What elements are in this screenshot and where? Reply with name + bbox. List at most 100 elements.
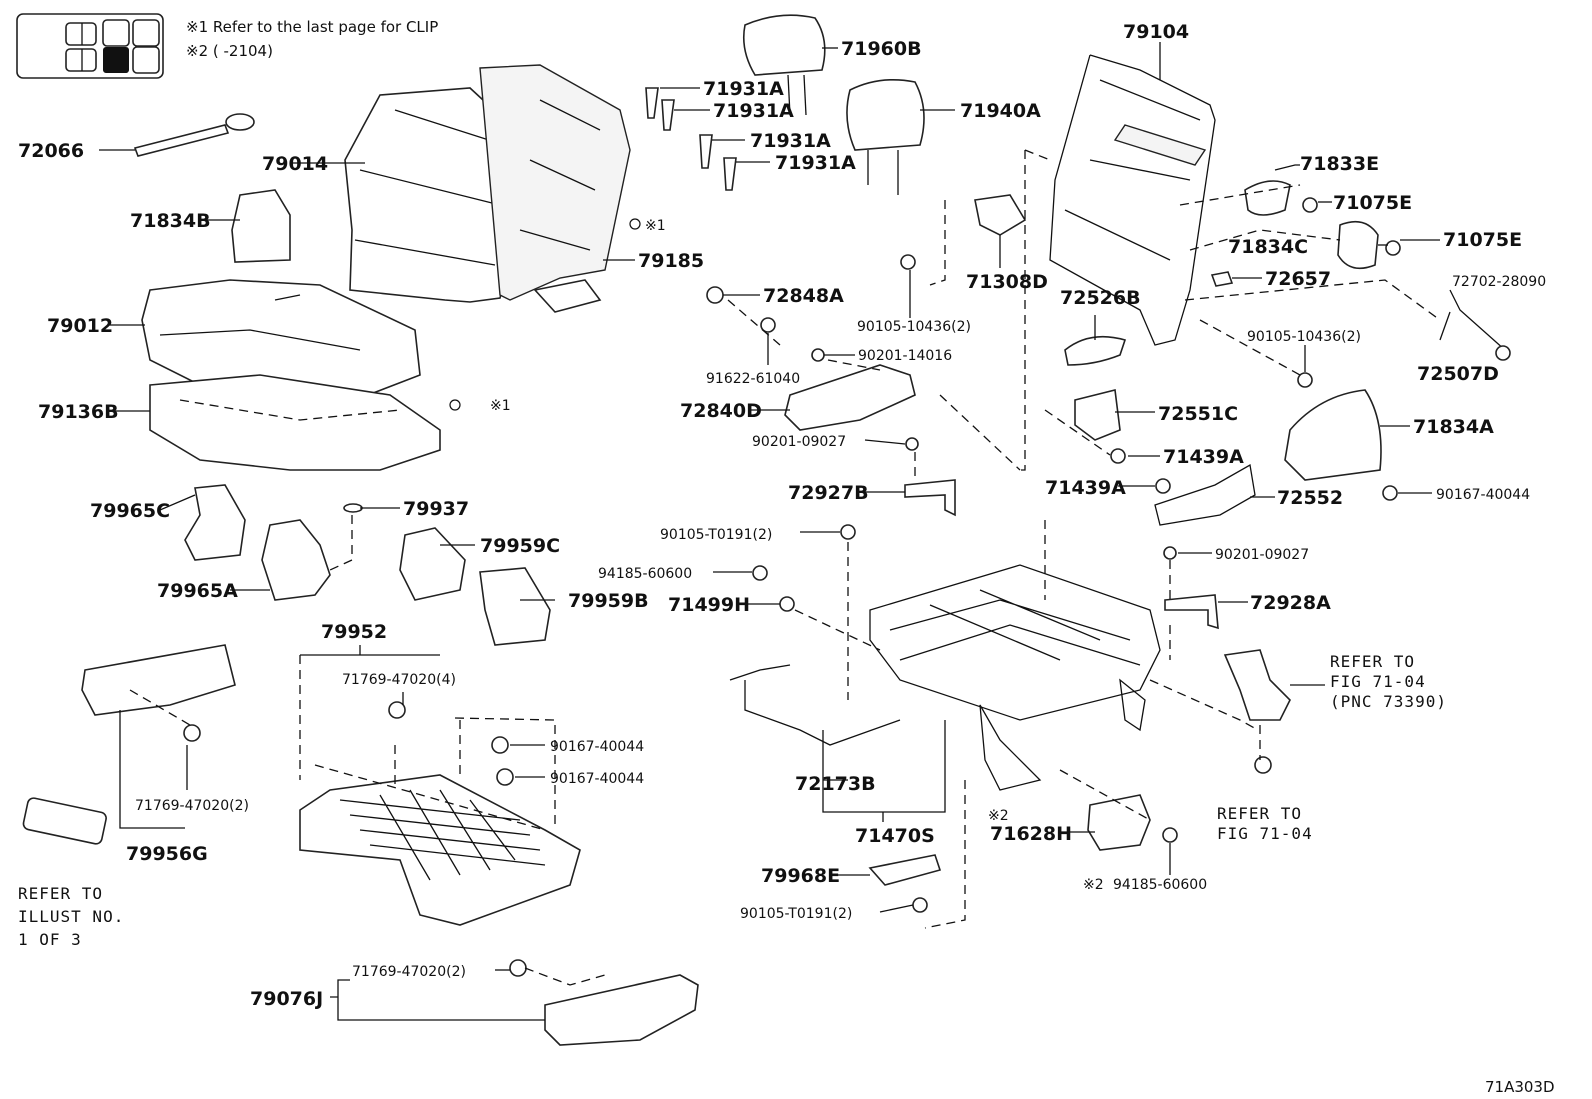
label-90201-09027-b: 90201-09027	[1215, 547, 1309, 563]
mark2-label: ※2	[988, 808, 1009, 824]
lever-72526B	[1064, 335, 1127, 366]
motor-71628H	[1087, 794, 1151, 851]
fasteners	[183, 197, 1511, 977]
cover-79965A	[261, 519, 331, 601]
label-72526B: 72526B	[1060, 287, 1141, 309]
label-72551C: 72551C	[1158, 403, 1238, 425]
refer-note-1-line2: FIG 71-04	[1330, 672, 1426, 691]
seatbelt-buckle	[1223, 649, 1291, 721]
trim-79956G	[81, 644, 236, 716]
label-71931A-4: 71931A	[775, 152, 856, 174]
label-72657: 72657	[1265, 268, 1331, 290]
cover-71834B	[231, 189, 291, 263]
headrest-71960B	[742, 14, 826, 116]
label-79076J: 79076J	[250, 988, 323, 1010]
rod-72173B	[729, 664, 901, 746]
bracket-72927B	[904, 479, 956, 517]
label-71769-47020-4: 71769-47020(4)	[342, 672, 456, 688]
seatback-frame-79104	[1049, 54, 1216, 346]
label-79959B: 79959B	[568, 590, 649, 612]
label-79014: 79014	[262, 153, 328, 175]
bracket-72552	[1154, 463, 1256, 526]
trim-79076J	[544, 974, 699, 1046]
label-71834A: 71834A	[1413, 416, 1494, 438]
refer-note-1-line3: (PNC 73390)	[1330, 692, 1447, 711]
label-79937: 79937	[403, 498, 469, 520]
strap-72066	[133, 113, 255, 157]
bracket-72928A	[1164, 594, 1219, 630]
cover-72551C	[1074, 389, 1121, 441]
seat-track-71470S	[869, 564, 1161, 791]
label-71628H: 71628H	[990, 823, 1072, 845]
headrest-71940A	[846, 78, 925, 195]
label-90167-40044-c: 90167-40044	[1436, 487, 1530, 503]
label-72928A: 72928A	[1250, 592, 1331, 614]
label-72173B: 72173B	[795, 773, 876, 795]
label-71931A-1: 71931A	[703, 78, 784, 100]
cover-79959C	[399, 527, 466, 601]
label-79012: 79012	[47, 315, 113, 337]
label-94185-60600-a: 94185-60600	[598, 566, 692, 582]
label-71769-47020-2b: 71769-47020(2)	[352, 964, 466, 980]
label-79956G: 79956G	[126, 843, 208, 865]
refer-note-1-line1: REFER TO	[1330, 652, 1415, 671]
label-94185-60600-b: 94185-60600	[1113, 877, 1207, 893]
label-91622-61040: 91622-61040	[706, 371, 800, 387]
label-71931A-3: 71931A	[750, 130, 831, 152]
label-71439A-1: 71439A	[1163, 446, 1244, 468]
hinge-71308D	[974, 194, 1027, 236]
label-72848A: 72848A	[763, 285, 844, 307]
clip-mark-label: ※1	[490, 398, 511, 414]
label-90105-T0191-b: 90105-T0191(2)	[740, 906, 852, 922]
label-71940A: 71940A	[960, 100, 1041, 122]
cover-79968E	[868, 854, 942, 886]
label-72840D: 72840D	[680, 400, 762, 422]
label-71834C: 71834C	[1228, 236, 1308, 258]
cover-79959B	[479, 567, 551, 646]
label-79959C: 79959C	[480, 535, 560, 557]
label-71833E: 71833E	[1300, 153, 1379, 175]
clip-mark-label: ※1	[645, 218, 666, 234]
clip-note: ※1 Refer to the last page for CLIP	[186, 18, 438, 36]
cover-71834A	[1284, 389, 1382, 481]
label-71308D: 71308D	[966, 271, 1048, 293]
cover-79965C	[184, 484, 246, 561]
label-79965C: 79965C	[90, 500, 170, 522]
label-90167-40044-a: 90167-40044	[550, 739, 644, 755]
label-71439A-2: 71439A	[1045, 477, 1126, 499]
label-79968E: 79968E	[761, 865, 840, 887]
clip-72657	[1210, 271, 1234, 287]
refer-note-3-line3: 1 OF 3	[18, 930, 82, 949]
clip-mark-icon	[629, 218, 641, 230]
armrest-72840D	[784, 364, 916, 431]
label-72927B: 72927B	[788, 482, 869, 504]
label-79104: 79104	[1123, 21, 1189, 43]
label-79185: 79185	[638, 250, 704, 272]
pad-79956G	[22, 797, 107, 845]
refer-note-2-line1: REFER TO	[1217, 804, 1302, 823]
cushion-frame-79136B	[149, 374, 441, 471]
label-72066: 72066	[18, 140, 84, 162]
clip-79937	[343, 503, 363, 513]
label-90201-14016: 90201-14016	[858, 348, 952, 364]
date-range-note: ※2 ( -2104)	[186, 42, 273, 60]
label-90201-09027-a: 90201-09027	[752, 434, 846, 450]
undercover-79952	[299, 655, 581, 926]
refer-note-3-line1: REFER TO	[18, 884, 103, 903]
seat-position-icon	[16, 13, 164, 79]
label-71931A-2: 71931A	[713, 100, 794, 122]
clip-mark-icon	[449, 399, 461, 411]
leader-lines	[99, 42, 1451, 1021]
label-72702-28090: 72702-28090	[1452, 274, 1546, 290]
label-79136B: 79136B	[38, 401, 119, 423]
refer-note-2-line2: FIG 71-04	[1217, 824, 1313, 843]
rod-72702-28090	[1449, 289, 1506, 351]
label-72552: 72552	[1277, 487, 1343, 509]
refer-note-3-line2: ILLUST NO.	[18, 907, 124, 926]
cover-71833E	[1244, 180, 1291, 216]
label-90167-40044-b: 90167-40044	[550, 771, 644, 787]
label-71499H: 71499H	[668, 594, 750, 616]
label-71075E-1: 71075E	[1333, 192, 1412, 214]
label-71769-47020-2a: 71769-47020(2)	[135, 798, 249, 814]
